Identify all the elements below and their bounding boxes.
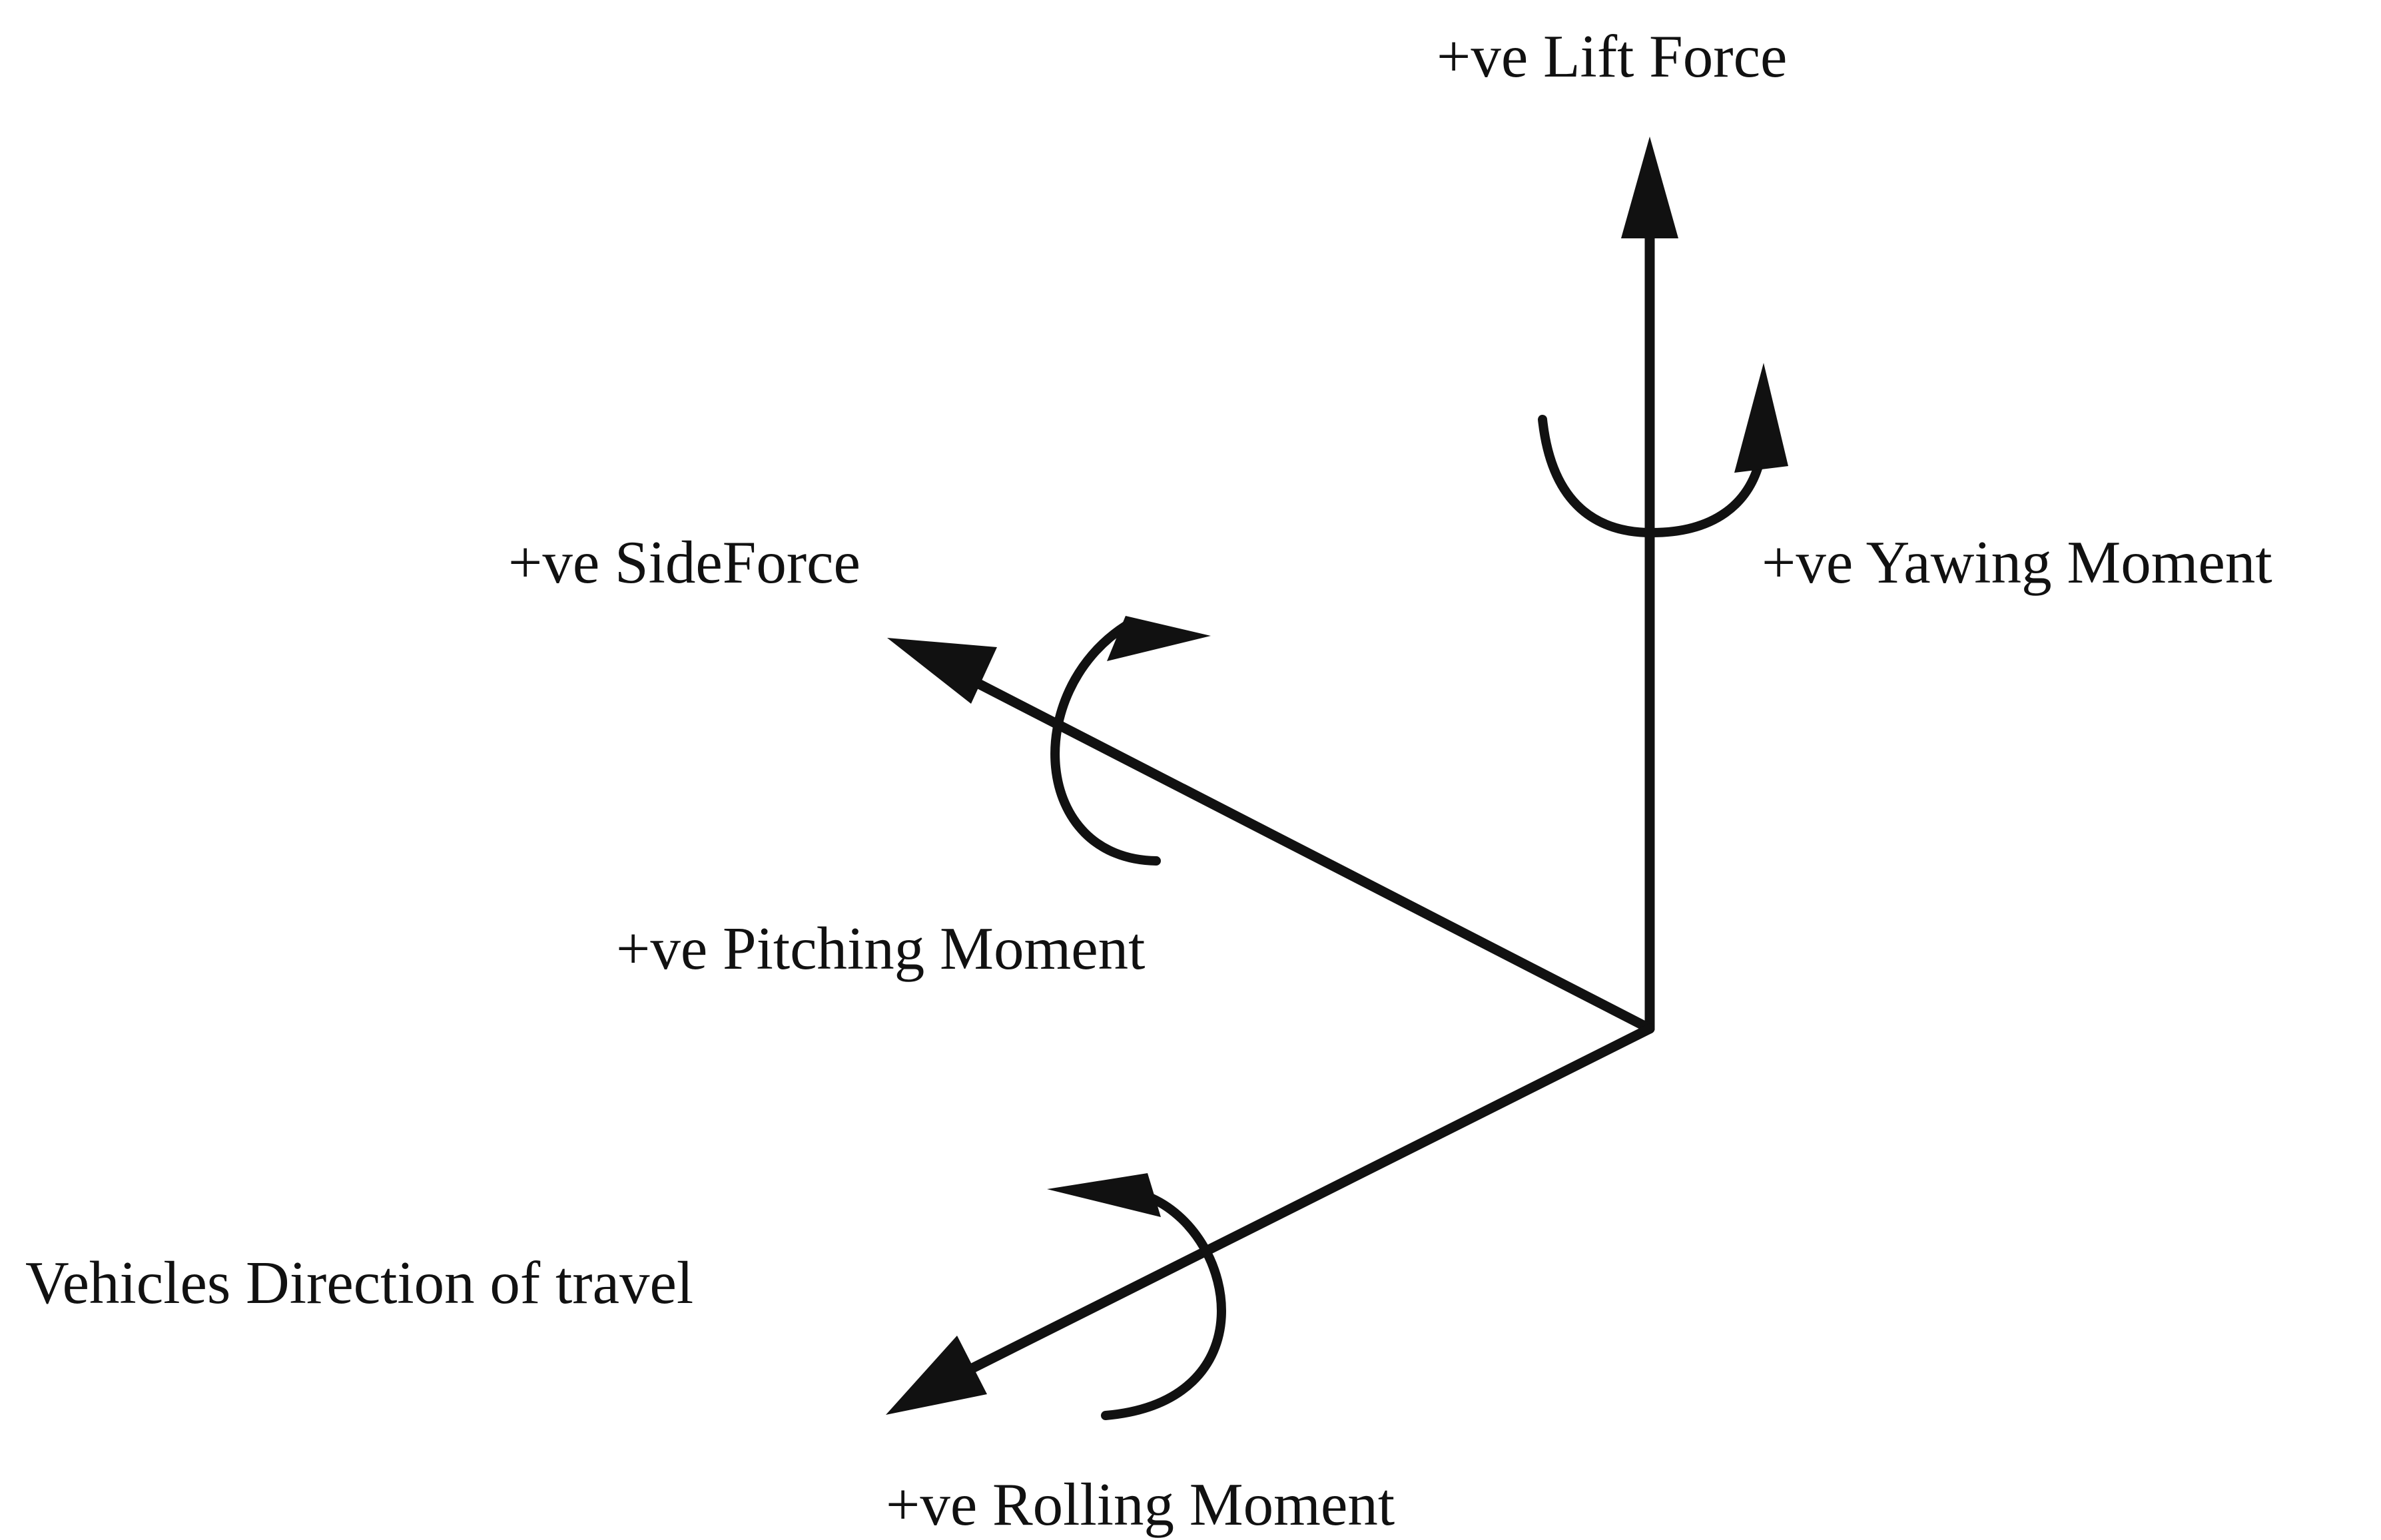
- side-force-arrowhead: [887, 638, 997, 704]
- side-force-label: +ve SideForce: [508, 529, 860, 596]
- rolling-moment-arrowhead: [1047, 1173, 1161, 1217]
- yawing-moment-label: +ve Yawing Moment: [1762, 529, 2272, 596]
- pitching-moment-label: +ve Pitching Moment: [616, 915, 1145, 982]
- lift-force-arrowhead: [1621, 136, 1678, 238]
- yawing-moment-arc: [1538, 415, 1766, 538]
- yawing-moment-arrowhead: [1734, 363, 1788, 473]
- direction-of-travel-label: Vehicles Direction of travel: [25, 1249, 693, 1316]
- pitching-moment-arc: [1050, 621, 1161, 866]
- lift-force-label: +ve Lift Force: [1437, 23, 1787, 90]
- rolling-moment-label: +ve Rolling Moment: [886, 1471, 1395, 1538]
- pitching-moment-arrowhead: [1107, 616, 1211, 661]
- direction-of-travel-axis: [967, 1023, 1655, 1374]
- direction-of-travel-arrowhead: [886, 1336, 987, 1415]
- side-force-axis: [962, 672, 1655, 1034]
- rolling-moment-arc: [1101, 1194, 1226, 1420]
